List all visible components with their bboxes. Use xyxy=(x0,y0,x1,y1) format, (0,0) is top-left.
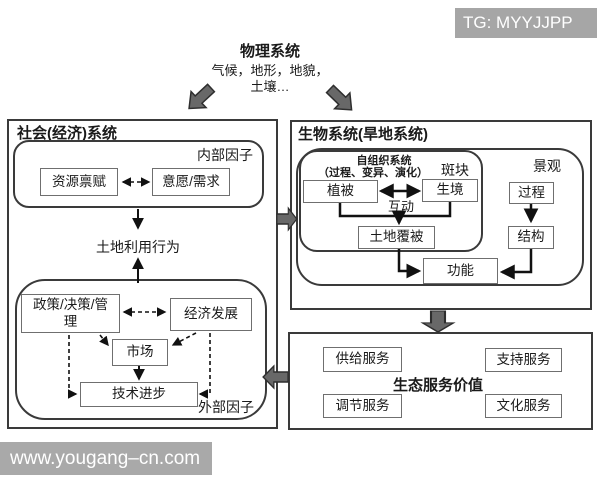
interaction-label: 互动 xyxy=(388,199,415,214)
land-use-behavior-label: 土地利用行为 xyxy=(96,239,180,255)
self-org-line1: 自组织系统 xyxy=(356,155,412,167)
tg-watermark: TG: MYYJJPP xyxy=(455,8,597,38)
landscape-label: 景观 xyxy=(533,158,561,174)
technology-progress-box: 技术进步 xyxy=(80,382,198,407)
economic-development-box: 经济发展 xyxy=(170,298,252,331)
function-box: 功能 xyxy=(423,258,498,284)
physical-system-detail-2: 土壤… xyxy=(250,79,290,94)
policy-box: 政策/决策/管理 xyxy=(21,294,120,333)
regulating-service-box: 调节服务 xyxy=(323,394,402,418)
market-box: 市场 xyxy=(112,339,168,366)
social-system-title: 社会(经济)系统 xyxy=(17,125,117,142)
provisioning-service-box: 供给服务 xyxy=(323,347,402,372)
process-box: 过程 xyxy=(509,182,554,204)
self-org-line2: （过程、变异、演化） xyxy=(318,167,428,179)
physical-system-detail-1: 气候，地形，地貌， xyxy=(211,63,329,78)
land-cover-box: 土地覆被 xyxy=(358,226,435,249)
bio-to-eco-arrow xyxy=(421,309,455,334)
physical-system-title: 物理系统 xyxy=(239,43,300,60)
external-factors-label: 外部因子 xyxy=(198,399,254,415)
internal-factors-label: 内部因子 xyxy=(197,147,253,163)
structure-box: 结构 xyxy=(508,226,554,249)
patch-label: 斑块 xyxy=(441,162,469,178)
site-watermark-text: www.yougang–cn.com xyxy=(10,447,201,469)
supporting-service-box: 支持服务 xyxy=(485,348,562,372)
cultural-service-box: 文化服务 xyxy=(485,394,562,418)
bio-system-title: 生物系统(旱地系统) xyxy=(298,126,428,143)
will-demand-box: 意愿/需求 xyxy=(152,168,230,196)
eco-services-title: 生态服务价值 xyxy=(392,377,483,394)
vegetation-box: 植被 xyxy=(303,180,378,203)
habitat-box: 生境 xyxy=(422,179,478,202)
tg-watermark-text: TG: MYYJJPP xyxy=(463,13,573,32)
site-watermark: www.yougang–cn.com xyxy=(0,442,212,475)
resource-endowment-box: 资源禀赋 xyxy=(40,168,118,196)
